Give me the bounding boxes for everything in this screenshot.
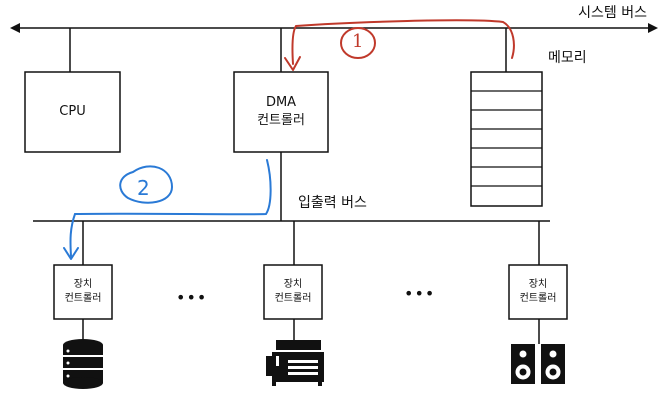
dma-controller-label: DMA 컨트롤러 <box>234 72 328 152</box>
system-bus-label: 시스템 버스 <box>578 5 647 21</box>
dma-line2: 컨트롤러 <box>257 113 305 128</box>
speaker-icon <box>511 344 565 384</box>
database-icon <box>63 339 103 389</box>
step2-arrow <box>63 159 272 260</box>
device-controller-label-2: 장치 컨트롤러 <box>274 279 312 304</box>
ellipsis-2: ••• <box>404 284 436 303</box>
device-controller-box-3 <box>508 264 568 320</box>
io-bus-label: 입출력 버스 <box>298 195 367 211</box>
device-controller-box-2 <box>263 264 323 320</box>
printer-icon <box>266 340 324 386</box>
device-controller-label-3: 장치 컨트롤러 <box>519 279 557 304</box>
system-bus <box>10 23 658 33</box>
cpu-box <box>24 71 121 153</box>
device-controller-box-1 <box>53 264 113 320</box>
step2-number: 2 <box>137 176 150 200</box>
ellipsis-1: ••• <box>176 288 208 307</box>
dma-controller-box <box>233 71 329 153</box>
cpu-label: CPU <box>59 104 86 119</box>
dma-line1: DMA <box>265 95 297 110</box>
step1-arrow <box>284 19 515 71</box>
memory-label: 메모리 <box>548 50 587 66</box>
memory-stack <box>470 71 543 207</box>
step1-number: 1 <box>352 31 364 52</box>
device-controller-label-1: 장치 컨트롤러 <box>64 279 102 304</box>
